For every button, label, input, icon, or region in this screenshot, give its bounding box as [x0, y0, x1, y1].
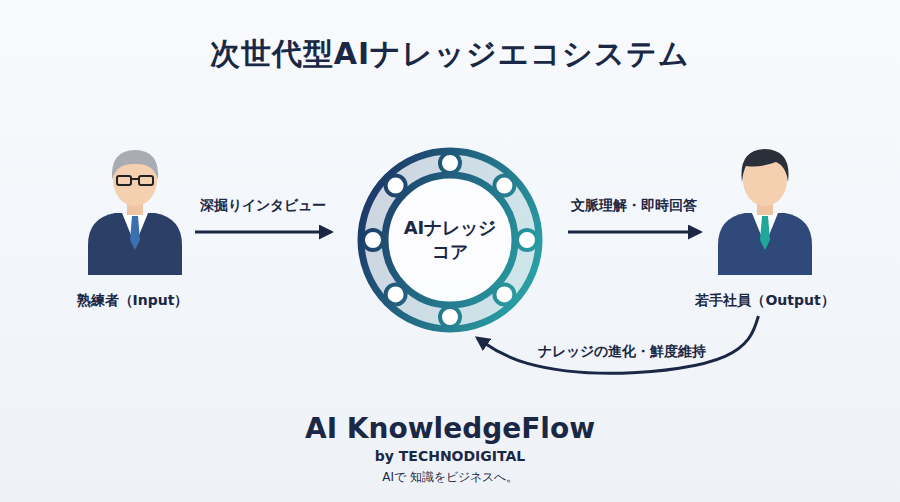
- ring-inner: [385, 175, 515, 305]
- edge-label: 文脈理解・即時回答: [571, 197, 697, 215]
- node-label: AIナレッジ コア: [398, 216, 502, 265]
- hair: [741, 149, 788, 182]
- glasses: [117, 176, 131, 185]
- ring-node: [386, 176, 406, 196]
- flow-arrow: [195, 231, 331, 234]
- brand-name: AI KnowledgeFlow: [0, 412, 900, 445]
- ring-node: [494, 176, 514, 196]
- diagram-title: 次世代型AIナレッジエコシステム: [0, 34, 900, 75]
- flow-arrow: [568, 231, 700, 234]
- core-circle: AIナレッジ コア: [345, 148, 555, 332]
- ring-node: [440, 153, 460, 173]
- core-ring: [361, 151, 539, 329]
- ring-node: [494, 284, 514, 304]
- ring-outer: [361, 151, 539, 329]
- feedback-arrow: [477, 316, 758, 373]
- edge-label: 深掘りインタビュー: [200, 197, 326, 215]
- tagline: AIで 知識をビジネスへ。: [0, 469, 900, 486]
- tie: [130, 216, 140, 250]
- ring-channel: [373, 163, 527, 317]
- person-node: 熟練者（Input）: [70, 150, 195, 310]
- suit: [718, 213, 812, 275]
- core-fill: [388, 178, 512, 302]
- tie: [760, 216, 770, 250]
- suit: [88, 213, 182, 275]
- glasses: [139, 176, 153, 185]
- ring-node: [440, 307, 460, 327]
- expert-figure: [88, 150, 182, 275]
- glasses: [131, 178, 139, 180]
- node-label: 若手社員（Output）: [695, 292, 834, 310]
- brand-owner: by TECHNODIGITAL: [0, 448, 900, 464]
- ring-node: [386, 284, 406, 304]
- person-node: 若手社員（Output）: [700, 150, 830, 310]
- ring-node: [363, 230, 383, 250]
- junior-figure: [718, 149, 812, 275]
- node-label: 熟練者（Input）: [77, 292, 189, 310]
- ring-node: [517, 230, 537, 250]
- edge-label: ナレッジの進化・鮮度維持: [538, 343, 706, 361]
